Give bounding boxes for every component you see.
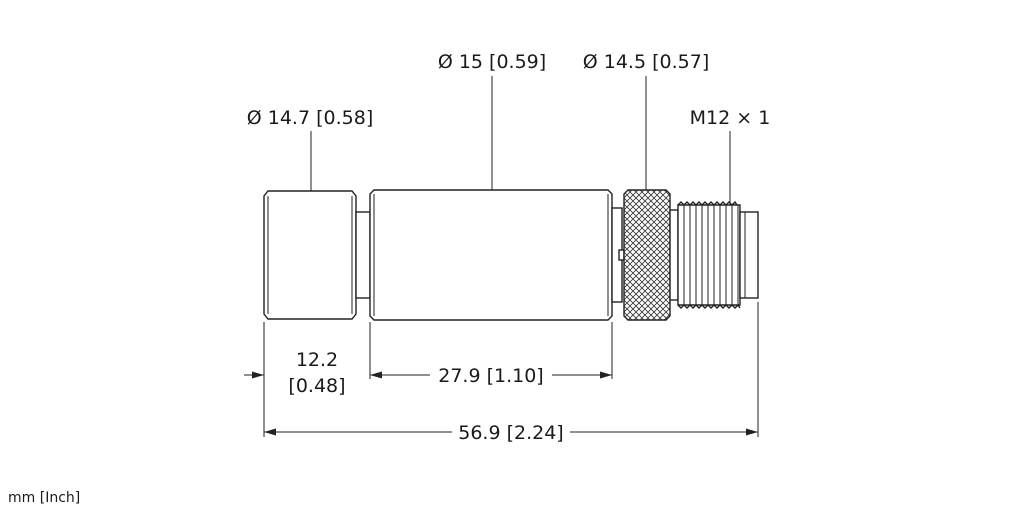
dia-cap-label: Ø 14.7 [0.58] bbox=[247, 107, 373, 129]
diameter-leaders bbox=[310, 76, 731, 205]
end-cap bbox=[263, 190, 357, 320]
knurled-nut bbox=[623, 189, 671, 321]
neck bbox=[355, 211, 371, 299]
units-note: mm [Inch] bbox=[8, 490, 80, 506]
dimension-lines bbox=[244, 371, 758, 436]
sensor-outline bbox=[263, 189, 759, 321]
dia-body-label: Ø 15 [0.59] bbox=[438, 51, 546, 73]
thread-label: M12 × 1 bbox=[690, 107, 771, 129]
len-cap-mm-label: 12.2 bbox=[296, 349, 338, 371]
dia-nut-label: Ø 14.5 [0.57] bbox=[583, 51, 709, 73]
len-cap-in-label: [0.48] bbox=[288, 375, 345, 397]
len-total-label: 56.9 [2.24] bbox=[458, 422, 563, 444]
main-body bbox=[369, 189, 613, 321]
thread-connector bbox=[669, 200, 759, 309]
len-body-label: 27.9 [1.10] bbox=[438, 365, 543, 387]
extension-lines bbox=[263, 302, 759, 437]
